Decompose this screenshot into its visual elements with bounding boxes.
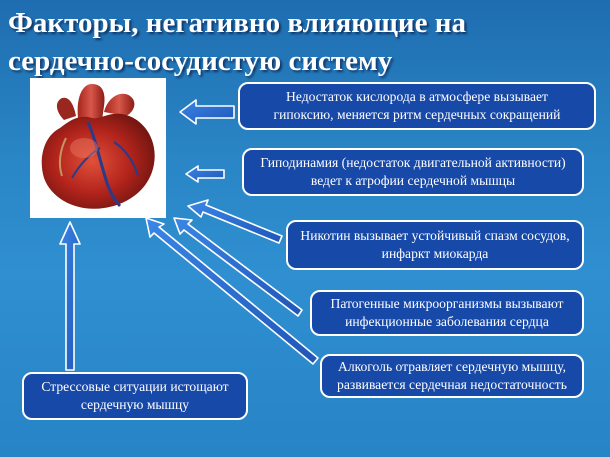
arrow-icon-4 <box>173 217 303 317</box>
title-line-2: сердечно-сосудистую систему <box>8 45 393 77</box>
arrow-icon-5 <box>145 217 319 365</box>
factor-box-alcohol: Алкоголь отравляет сердечную мышцу, разв… <box>320 354 584 398</box>
heart-image <box>30 78 166 218</box>
factor-microorganisms-line-1: Патогенные микроорганизмы вызывают <box>330 296 564 311</box>
title-line-1: Факторы, негативно влияющие на <box>8 7 466 39</box>
arrow-icon-1 <box>179 99 235 125</box>
factor-oxygen-line-2: гипоксию, меняется ритм сердечных сокращ… <box>273 107 561 122</box>
factor-hypodynamia-line-2: ведет к атрофии сердечной мышцы <box>310 173 516 188</box>
factor-microorganisms-line-2: инфекционные заболевания сердца <box>345 314 549 329</box>
factor-nicotine-line-1: Никотин вызывает устойчивый спазм сосудо… <box>300 228 570 243</box>
heart-illustration-icon <box>41 84 155 209</box>
factor-box-microorganisms: Патогенные микроорганизмы вызывают инфек… <box>310 290 584 336</box>
factor-box-hypodynamia: Гиподинамия (недостаток двигательной акт… <box>242 148 584 196</box>
arrow-icon-3 <box>187 199 283 244</box>
factor-nicotine-line-2: инфаркт миокарда <box>381 246 489 261</box>
factor-alcohol-line-1: Алкоголь отравляет сердечную мышцу, <box>338 359 566 374</box>
factor-hypodynamia-line-1: Гиподинамия (недостаток двигательной акт… <box>260 155 566 170</box>
factor-stress-line-1: Стрессовые ситуации истощают <box>41 379 229 394</box>
factor-box-stress: Стрессовые ситуации истощают сердечную м… <box>22 372 248 420</box>
arrow-icon-2 <box>185 165 225 183</box>
slide-title: Факторы, негативно влияющие на сердечно-… <box>8 4 598 80</box>
factor-box-nicotine: Никотин вызывает устойчивый спазм сосудо… <box>286 220 584 270</box>
factor-oxygen-line-1: Недостаток кислорода в атмосфере вызывае… <box>286 89 548 104</box>
factor-box-oxygen: Недостаток кислорода в атмосфере вызывае… <box>238 82 596 130</box>
factor-stress-line-2: сердечную мышцу <box>80 397 190 412</box>
arrow-icon-6 <box>59 221 81 371</box>
factor-alcohol-line-2: развивается сердечная недостаточность <box>337 377 567 392</box>
